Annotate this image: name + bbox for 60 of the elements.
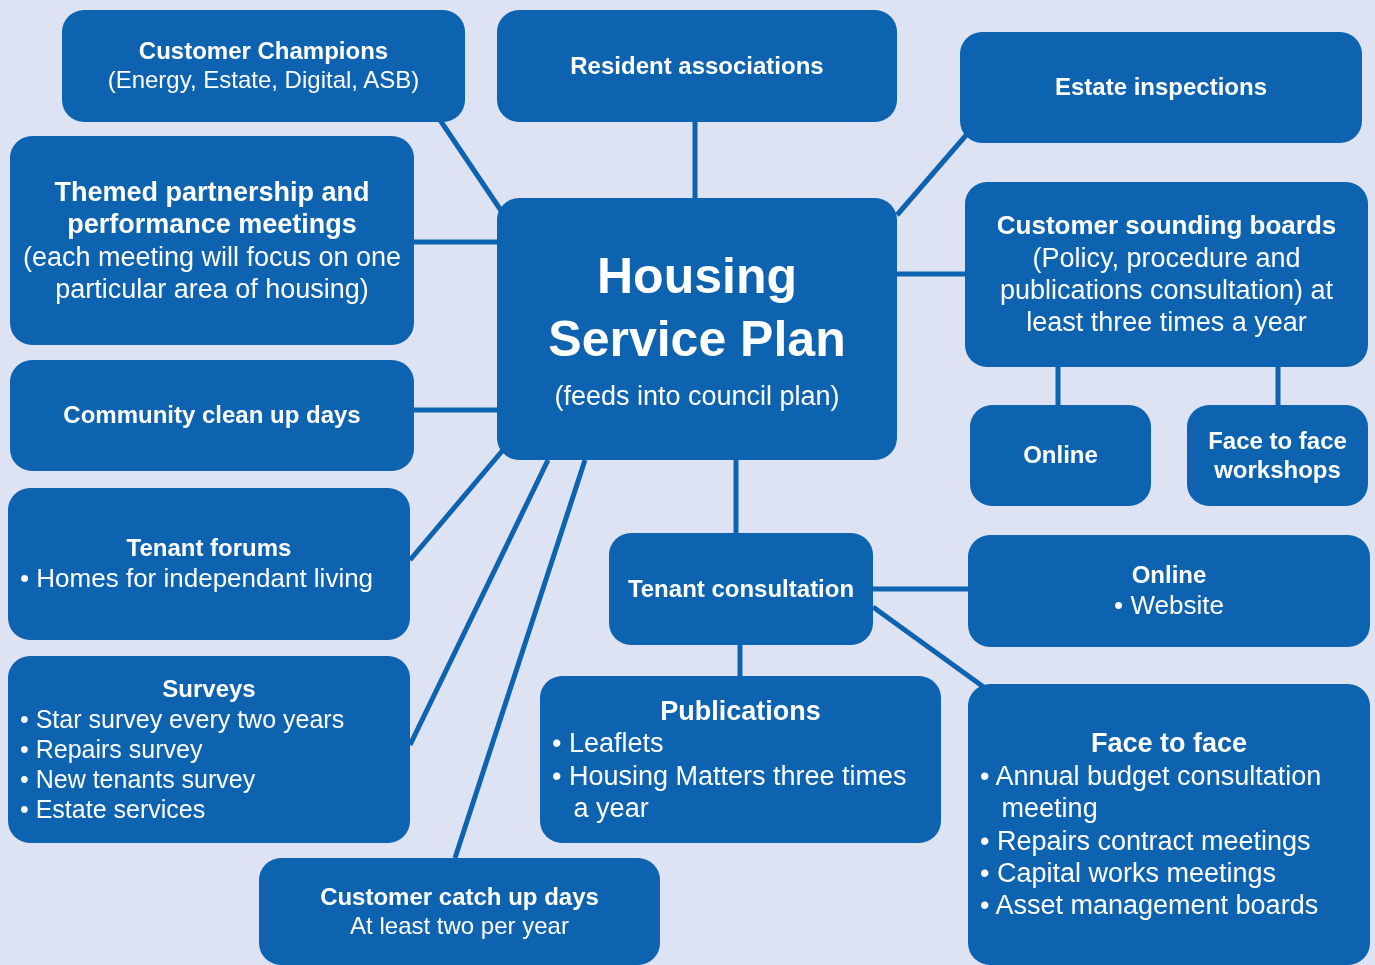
- list-item: • Repairs survey: [20, 733, 204, 764]
- topic-box: [259, 858, 660, 965]
- topic-box: [968, 535, 1370, 647]
- topic-box: [10, 136, 414, 345]
- topic-box: [62, 10, 465, 122]
- box-heading: Customer catch up days: [319, 882, 600, 912]
- list-item: • Asset management boards: [980, 889, 1320, 922]
- topic-box: [8, 656, 410, 843]
- box-heading: Community clean up days: [62, 401, 362, 430]
- topic-box: [8, 488, 410, 640]
- box-heading: Customer sounding boards: [995, 210, 1338, 242]
- list-item: • Star survey every two years: [20, 703, 346, 734]
- list-item: • Repairs contract meetings: [980, 824, 1312, 857]
- topic-box: [960, 32, 1362, 143]
- list-item: • Homes for independant living: [20, 562, 375, 594]
- box-text: (Policy, procedure and publications consultation) at least three times a year: [998, 241, 1335, 339]
- box-heading: Themed partnership and performance meetings: [53, 175, 371, 241]
- connector-line: [414, 407, 497, 413]
- topic-box: [970, 405, 1151, 506]
- connector-line: [452, 459, 588, 859]
- topic-box: [965, 182, 1368, 367]
- box-heading: Face to face workshops: [1207, 426, 1348, 485]
- list-item: • New tenants survey: [20, 763, 257, 794]
- list-item: • Housing Matters three times a year: [552, 759, 908, 825]
- box-heading: Customer Champions: [137, 37, 390, 66]
- box-heading: Online: [1022, 441, 1099, 470]
- connector-line: [1275, 367, 1281, 405]
- connector-line: [873, 586, 968, 592]
- list-item: • Website: [1113, 589, 1225, 621]
- central-box: [497, 198, 897, 460]
- topic-box: [609, 533, 873, 645]
- connector-line: [692, 122, 698, 198]
- box-heading: Resident associations: [569, 51, 825, 81]
- box-text: (feeds into council plan): [553, 380, 841, 413]
- list-item: • Annual budget consultation meeting: [980, 759, 1323, 825]
- box-heading: Tenant consultation: [626, 574, 856, 604]
- connector-line: [733, 460, 739, 533]
- central-title: Housing Service Plan: [547, 247, 847, 369]
- box-text: (each meeting will focus on one particular area of housing): [22, 240, 402, 306]
- list-item: • Leaflets: [552, 727, 665, 760]
- topic-box: [968, 684, 1370, 965]
- box-heading: Surveys: [161, 675, 257, 704]
- box-heading: Face to face: [1089, 727, 1249, 760]
- topic-box: [1187, 405, 1368, 506]
- box-text: (Energy, Estate, Digital, ASB): [106, 66, 421, 95]
- list-item: • Estate services: [20, 793, 207, 824]
- connector-line: [1055, 367, 1061, 405]
- connector-line: [897, 271, 965, 277]
- box-heading: Estate inspections: [1053, 73, 1269, 102]
- box-heading: Publications: [659, 694, 822, 728]
- topic-box: [10, 360, 414, 471]
- box-text: At least two per year: [349, 911, 570, 941]
- list-item: • Capital works meetings: [980, 856, 1278, 890]
- topic-box: [540, 676, 941, 843]
- connector-line: [737, 645, 743, 676]
- connector-line: [414, 239, 497, 245]
- topic-box: [497, 10, 897, 122]
- box-heading: Online: [1130, 561, 1208, 590]
- box-heading: Tenant forums: [125, 534, 293, 563]
- connector-line: [408, 448, 505, 562]
